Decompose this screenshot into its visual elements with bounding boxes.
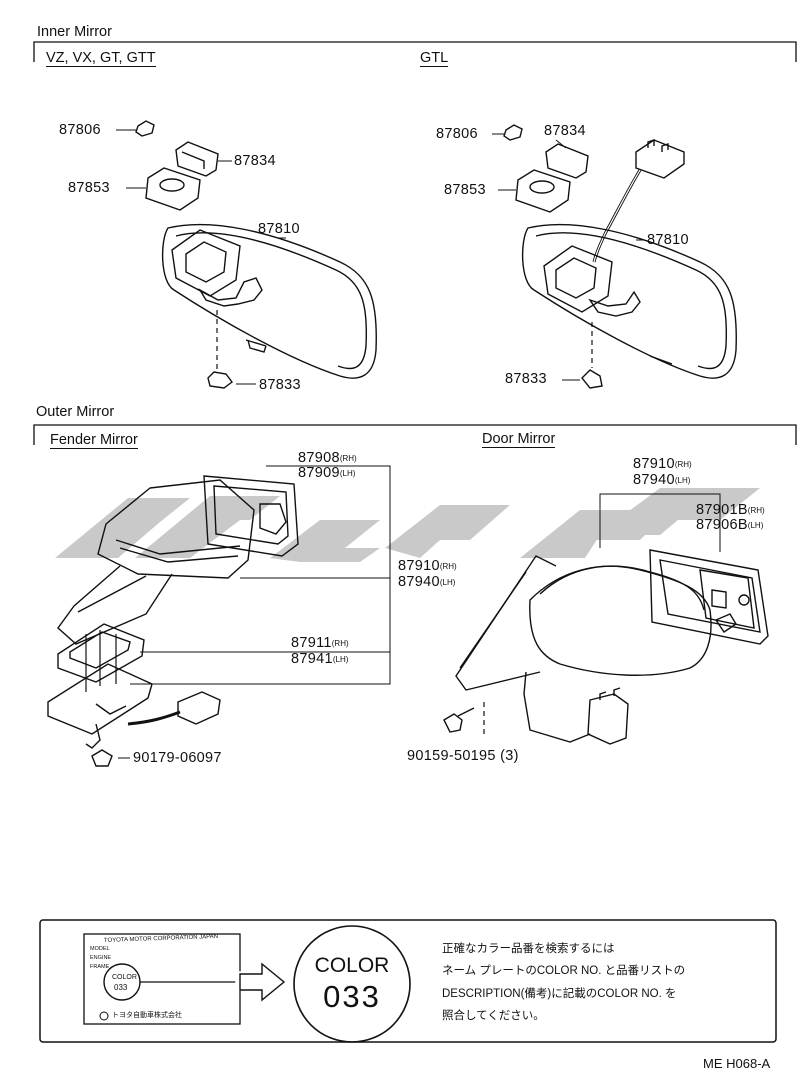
door-mirror-drawing xyxy=(443,493,769,745)
note-line-3: DESCRIPTION(備考)に記載のCOLOR NO. を xyxy=(442,988,677,1000)
part-number: 87909 xyxy=(298,465,340,481)
inner-mirror-left-drawing xyxy=(116,120,377,389)
side-lh: (LH) xyxy=(439,578,456,587)
inner-mirror-right-drawing xyxy=(492,124,737,389)
part-87910-rh-door: 87910(RH) xyxy=(633,456,692,473)
part-87834-left: 87834 xyxy=(234,153,276,169)
plate-frame: FRAME xyxy=(90,964,110,970)
color-code-large: 033 xyxy=(323,979,381,1014)
part-number: 87901B xyxy=(696,502,748,518)
part-90179-06097: 90179-06097 xyxy=(133,750,222,766)
subsection-gtl: GTL xyxy=(420,50,449,67)
part-87909-lh: 87909(LH) xyxy=(298,465,355,482)
side-lh: (LH) xyxy=(674,476,691,485)
note-line-2: ネーム プレートのCOLOR NO. と品番リストの xyxy=(442,965,686,977)
fender-mirror-drawing xyxy=(47,465,391,767)
part-87806-right: 87806 xyxy=(436,126,478,142)
plate-color-label: COLOR xyxy=(112,974,137,981)
note-box-drawing xyxy=(39,919,777,1043)
part-90159-50195: 90159-50195 (3) xyxy=(407,748,519,764)
inner-mirror-frame xyxy=(33,41,797,62)
outer-mirror-heading: Outer Mirror xyxy=(36,404,115,420)
plate-color-code: 033 xyxy=(114,983,128,992)
side-lh: (LH) xyxy=(747,521,764,530)
section-frames xyxy=(33,41,797,445)
part-number: 87910 xyxy=(633,456,675,472)
side-rh: (RH) xyxy=(339,454,357,463)
side-rh: (RH) xyxy=(674,460,692,469)
part-number: 87940 xyxy=(398,574,440,590)
part-87941-lh: 87941(LH) xyxy=(291,651,348,668)
part-number: 87910 xyxy=(398,558,440,574)
part-number: 87940 xyxy=(633,472,675,488)
subsection-door-mirror: Door Mirror xyxy=(482,431,556,448)
figure-code: ME H068-A xyxy=(703,1056,771,1071)
part-number: 87911 xyxy=(291,635,332,651)
part-number: 87906B xyxy=(696,517,748,533)
side-lh: (LH) xyxy=(332,655,349,664)
side-rh: (RH) xyxy=(331,639,349,648)
subsection-vz-vx-gt-gtt: VZ, VX, GT, GTT xyxy=(46,50,156,67)
part-87910-rh-fender: 87910(RH) xyxy=(398,558,457,575)
part-87908-rh: 87908(RH) xyxy=(298,450,357,467)
part-number: 87908 xyxy=(298,450,340,466)
part-87853-left: 87853 xyxy=(68,180,110,196)
part-87810-right: 87810 xyxy=(647,232,689,248)
color-label-large: COLOR xyxy=(314,954,390,977)
part-87911-rh: 87911(RH) xyxy=(291,635,349,652)
plate-engine: ENGINE xyxy=(90,955,112,961)
side-rh: (RH) xyxy=(439,562,457,571)
side-rh: (RH) xyxy=(747,506,765,515)
plate-model: MODEL xyxy=(90,946,110,952)
part-87901b-rh: 87901B(RH) xyxy=(696,502,765,519)
part-87834-right: 87834 xyxy=(544,123,586,139)
plate-maker: トヨタ自動車株式会社 xyxy=(112,1012,182,1019)
subsection-fender-mirror: Fender Mirror xyxy=(50,432,138,449)
part-87940-lh-fender: 87940(LH) xyxy=(398,574,455,591)
part-87853-right: 87853 xyxy=(444,182,486,198)
part-number: 87941 xyxy=(291,651,333,667)
part-87810-left: 87810 xyxy=(258,221,300,237)
note-line-4: 照合してください。 xyxy=(442,1010,545,1022)
part-87906b-lh: 87906B(LH) xyxy=(696,517,763,534)
note-line-1: 正確なカラー品番を検索するには xyxy=(442,943,615,955)
inner-mirror-heading: Inner Mirror xyxy=(37,24,112,40)
outer-mirror-frame xyxy=(33,424,797,445)
part-87940-lh-door: 87940(LH) xyxy=(633,472,690,489)
side-lh: (LH) xyxy=(339,469,356,478)
part-87833-left: 87833 xyxy=(259,377,301,393)
part-87833-right: 87833 xyxy=(505,371,547,387)
part-87806-left: 87806 xyxy=(59,122,101,138)
